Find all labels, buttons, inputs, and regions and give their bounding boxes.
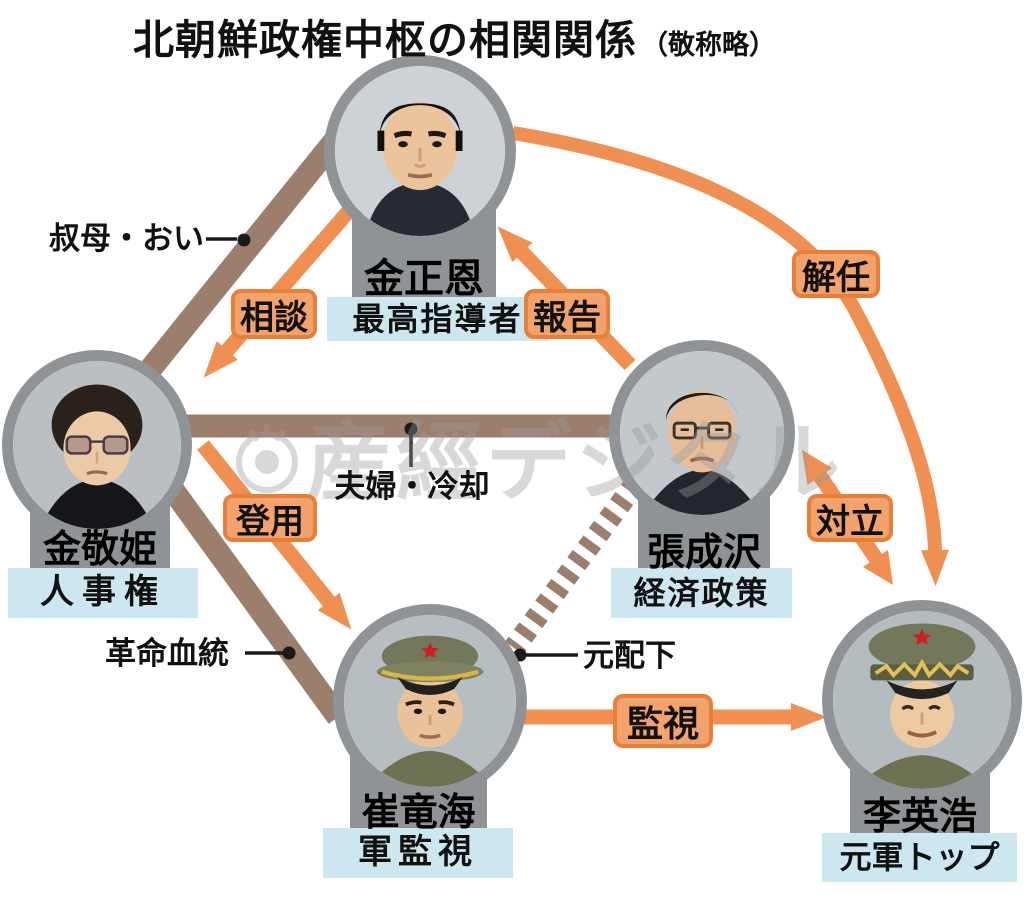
- portrait-kim-kyong-hui: [2, 350, 192, 540]
- person-name: 張成沢: [646, 532, 761, 574]
- edge-label-former-subordinate: 元配下: [583, 638, 676, 673]
- pointer-dot-married-couple: [404, 422, 418, 436]
- face-illustration-ri-yong-ho: [833, 611, 1011, 789]
- edge-label-dismissal: 解任: [792, 250, 880, 298]
- portrait-choe-ryong-hae: [333, 604, 527, 798]
- title-text: 北朝鮮政権中枢の相関関係: [133, 17, 637, 63]
- person-role: 元軍トップ: [822, 833, 1017, 882]
- pointer-dot-bloodline: [282, 646, 296, 660]
- person-name: 金敬姫: [42, 529, 157, 571]
- person-role: 人事権: [8, 568, 198, 618]
- portrait-ri-yong-ho: [822, 600, 1022, 800]
- conflict-head-up: [802, 450, 832, 485]
- page-title: 北朝鮮政権中枢の相関関係（敬称略）: [133, 6, 776, 66]
- pointer-dot-aunt-nephew: [237, 233, 251, 247]
- face-illustration-kim-jong-un: [335, 66, 505, 236]
- edge-label-report: 報告: [524, 289, 610, 339]
- conflict-head-down: [863, 550, 893, 585]
- person-name: 李英浩: [862, 796, 977, 838]
- person-role: 軍監視: [323, 828, 513, 878]
- band-revolutionary-bloodline: [147, 461, 348, 724]
- edge-label-consult: 相談: [231, 289, 317, 339]
- face-illustration-kim-kyong-hui: [13, 361, 181, 529]
- edge-label-monitor: 監視: [613, 694, 713, 748]
- person-role: 最高指導者: [327, 297, 548, 341]
- title-suffix: （敬称略）: [641, 30, 776, 60]
- edge-label-aunt-nephew: 叔母・おい: [49, 221, 204, 256]
- band-former-subordinate-dashed: [505, 477, 644, 655]
- edge-label-appoint: 登用: [223, 494, 317, 542]
- edge-label-conflict: 対立: [807, 494, 893, 542]
- portrait-kim-jong-un: [324, 55, 516, 247]
- edge-label-bloodline: 革命血統: [105, 636, 229, 671]
- person-role: 経済政策: [611, 568, 792, 618]
- edge-label-married-couple: 夫婦・冷却: [334, 469, 490, 504]
- face-illustration-jang-song-thaek: [620, 351, 784, 515]
- face-illustration-choe-ryong-hae: [344, 615, 516, 787]
- conflict-arrowheads: [802, 450, 893, 585]
- portrait-jang-song-thaek: [609, 340, 795, 526]
- family-bands: [135, 120, 640, 724]
- band-aunt-nephew: [135, 120, 354, 385]
- person-name: 崔竜海: [361, 792, 476, 834]
- person-name: 金正恩: [364, 257, 484, 301]
